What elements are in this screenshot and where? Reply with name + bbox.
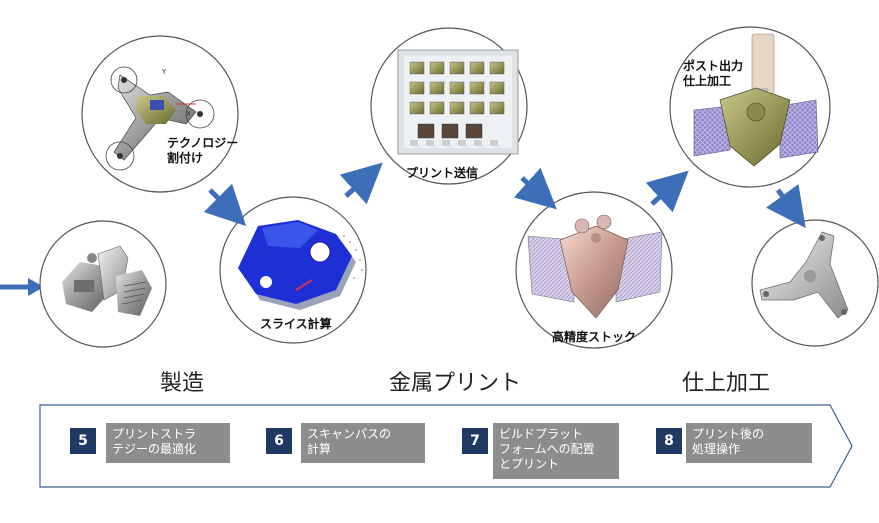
entry-arrow (0, 278, 44, 296)
step-7-line-1: ビルドプラット (499, 427, 584, 441)
arrow-slice-to-print (339, 162, 383, 205)
process-chevron (39, 404, 853, 488)
step-5-line-1: プリントストラ (112, 427, 197, 441)
technology-assignment-circle: Y X (81, 35, 239, 193)
slice-calc-circle (219, 196, 367, 344)
svg-text:X: X (186, 110, 191, 118)
label-post-output-line-2: 仕上加工 (683, 74, 732, 88)
step-5-text: プリントストラ テジーの最適化 (106, 423, 230, 463)
manufacturing-part-circle (39, 220, 167, 348)
label-print-send: プリント送信 (406, 166, 479, 180)
step-7-number: 7 (462, 428, 488, 454)
svg-text:Y: Y (161, 68, 167, 76)
flow-arrows (203, 162, 806, 229)
arrow-tech-to-slice (203, 183, 247, 227)
label-technology-assignment: テクノロジー 割付け (167, 136, 238, 166)
step-6-text: スキャンパスの 計算 (301, 423, 425, 463)
step-7-line-2: フォームへの配置 (499, 442, 595, 456)
label-high-precision-stock: 高精度ストック (552, 330, 637, 344)
label-technology-line-2: 割付け (167, 151, 204, 165)
label-post-output-line-1: ポスト出力 (683, 59, 744, 73)
arrow-post-to-finished (766, 184, 806, 229)
step-8-line-1: プリント後の (692, 427, 765, 441)
section-title-metal-print: 金属プリント (389, 371, 522, 396)
section-title-manufacturing: 製造 (160, 371, 205, 396)
step-7-line-3: とプリント (499, 457, 560, 471)
step-5-number: 5 (70, 428, 96, 454)
arrow-stock-to-post (645, 170, 689, 213)
step-6-line-1: スキャンパスの (307, 427, 392, 441)
step-5-line-2: テジーの最適化 (112, 442, 197, 456)
print-send-circle (370, 27, 528, 185)
step-6-number: 6 (266, 428, 292, 454)
finished-part-circle (751, 219, 879, 347)
label-post-output: ポスト出力 仕上加工 (683, 59, 743, 89)
step-6-line-2: 計算 (307, 442, 332, 456)
arrow-print-to-stock (513, 167, 557, 210)
step-8-text: プリント後の 処理操作 (686, 423, 812, 463)
step-7-text: ビルドプラット フォームへの配置 とプリント (493, 423, 619, 479)
post-output-circle (669, 26, 831, 188)
high-precision-stock-circle (515, 191, 673, 349)
label-technology-line-1: テクノロジー (167, 136, 239, 150)
step-8-number: 8 (656, 428, 682, 454)
section-title-finishing: 仕上加工 (682, 371, 771, 396)
step-8-line-2: 処理操作 (692, 442, 741, 456)
label-slice-calc: スライス計算 (260, 317, 332, 331)
